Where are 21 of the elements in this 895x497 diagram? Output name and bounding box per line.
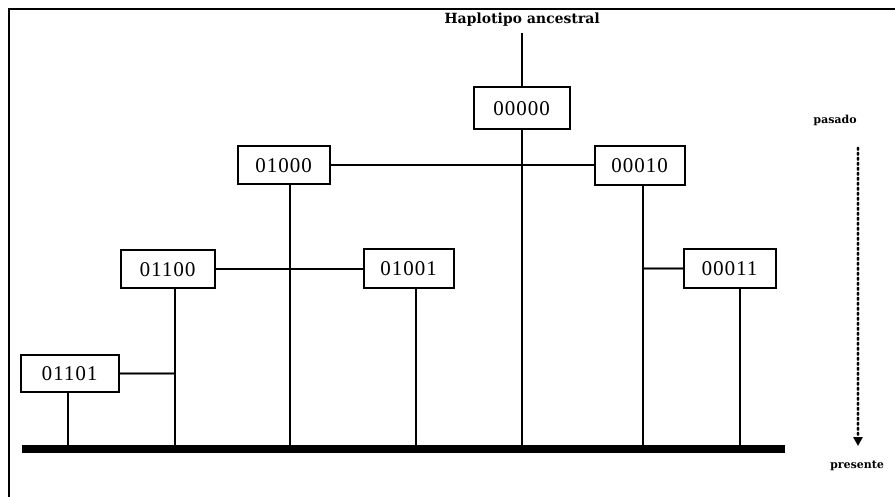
title-text: Haplotipo ancestral <box>444 11 600 27</box>
lineage-line <box>739 289 741 445</box>
lineage-line <box>415 289 417 445</box>
connector-line <box>216 268 363 270</box>
lineage-line <box>521 130 523 445</box>
connector-line <box>331 164 594 166</box>
haplotype-box: 00000 <box>473 86 571 130</box>
lineage-line <box>289 185 291 445</box>
haplotype-box: 01000 <box>237 145 331 185</box>
present-label: presente <box>830 458 884 471</box>
lineage-line <box>67 393 69 445</box>
past-label: pasado <box>813 113 857 126</box>
connector-line <box>521 33 523 86</box>
haplotype-box: 01100 <box>120 249 216 289</box>
haplotype-box: 00010 <box>594 145 686 186</box>
present-time-bar <box>22 445 785 453</box>
connector-line <box>642 186 683 270</box>
connector-line <box>120 289 176 374</box>
haplotype-box: 01001 <box>363 248 455 289</box>
haplotype-box: 00011 <box>683 248 777 289</box>
haplotype-box: 01101 <box>20 354 120 393</box>
